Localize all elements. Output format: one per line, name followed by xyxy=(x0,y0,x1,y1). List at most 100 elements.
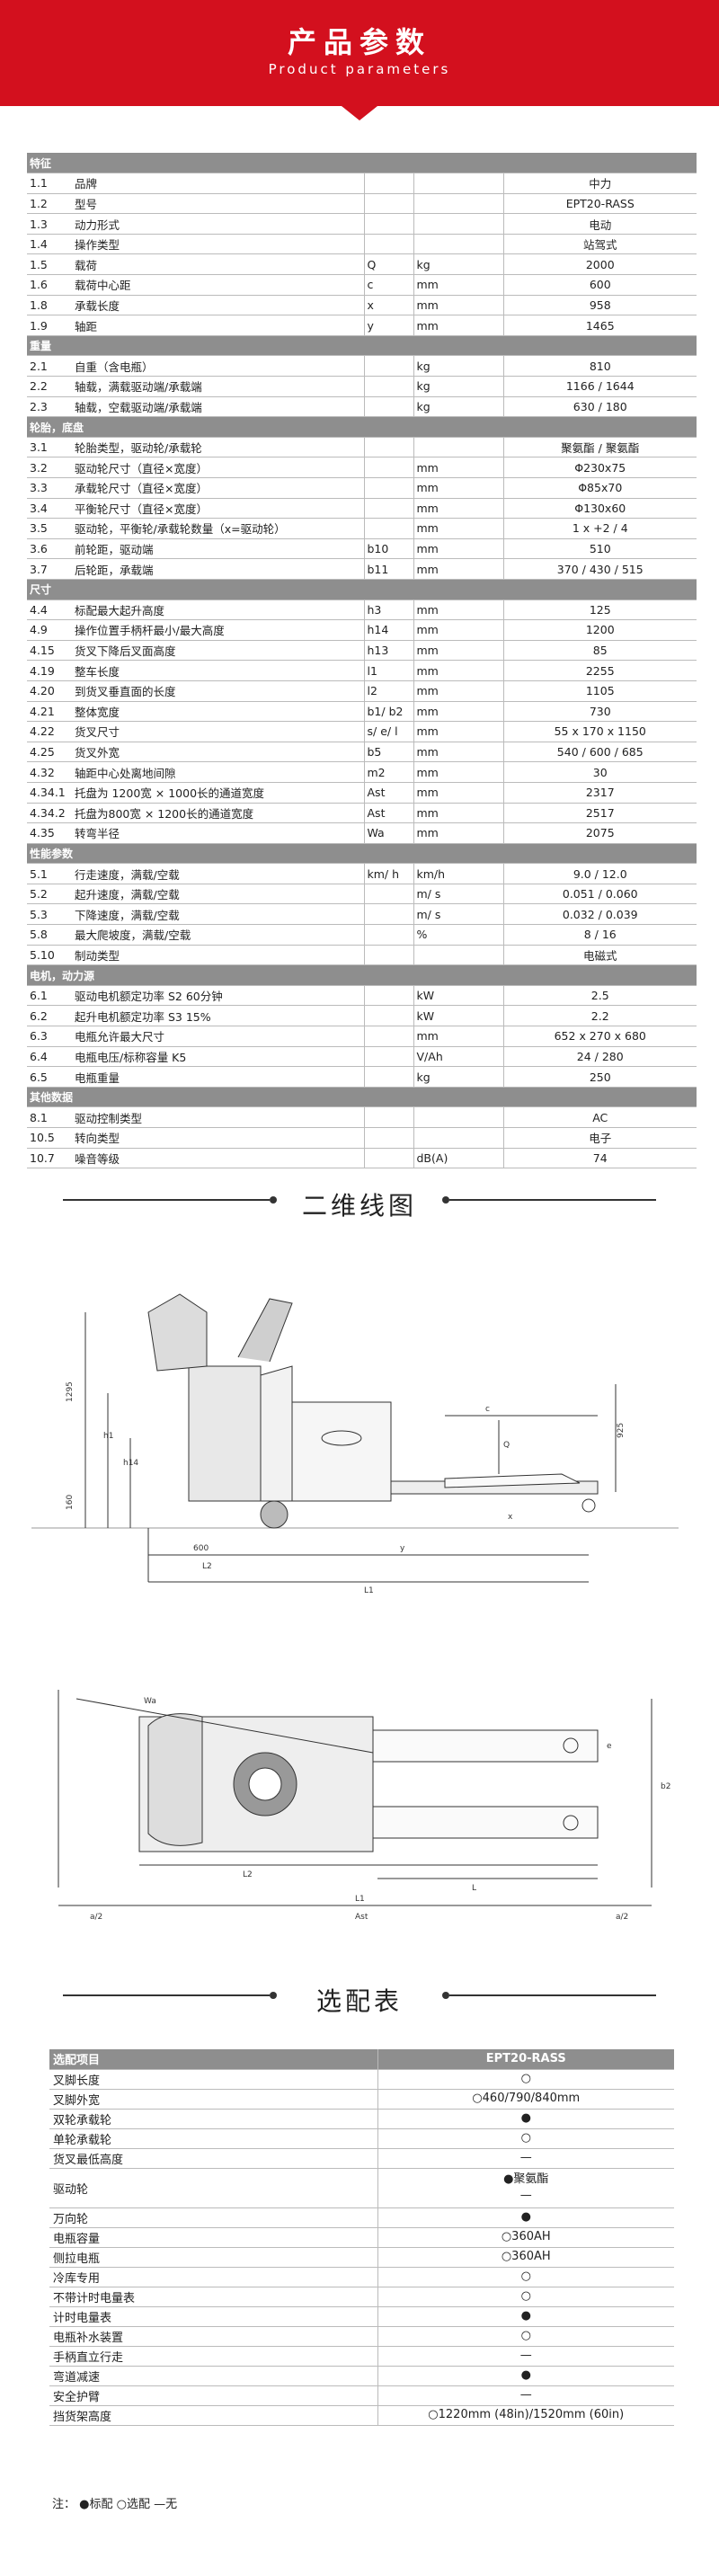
option-value-cell: ○460/790/840mm xyxy=(377,2089,674,2110)
option-name: 单轮承载轮 xyxy=(49,2128,378,2149)
spec-unit: kW xyxy=(413,1005,504,1027)
option-value: — xyxy=(519,2151,532,2164)
spec-unit: mm xyxy=(413,822,504,844)
section-label: 特征 xyxy=(27,153,697,174)
spec-unit: mm xyxy=(413,498,504,520)
spec-symbol: b5 xyxy=(364,742,414,763)
dim-h14: h14 xyxy=(123,1459,138,1468)
spec-name: 轴距 xyxy=(72,315,365,336)
spec-name: 前轮距，驱动端 xyxy=(72,538,365,560)
spec-name: 平衡轮尺寸（直径×宽度） xyxy=(72,498,365,520)
spec-value: 370 / 430 / 515 xyxy=(503,558,697,580)
spec-unit: mm xyxy=(413,742,504,763)
option-row: 单轮承载轮 ○ xyxy=(49,2128,674,2149)
dim-q: Q xyxy=(503,1441,510,1450)
spec-no: 4.21 xyxy=(27,701,72,723)
option-row: 驱动轮●聚氨酯— xyxy=(49,2168,674,2208)
spec-symbol: h3 xyxy=(364,600,414,621)
spec-name: 操作位置手柄杆最小/最大高度 xyxy=(72,619,365,641)
option-name: 侧拉电瓶 xyxy=(49,2247,378,2268)
option-name: 不带计时电量表 xyxy=(49,2287,378,2307)
option-value: ○ xyxy=(520,2131,531,2145)
spec-unit: kg xyxy=(413,355,504,378)
spec-value: Φ230x75 xyxy=(503,457,697,478)
spec-name: 噪音等级 xyxy=(72,1148,365,1169)
option-value: ○ xyxy=(520,2329,531,2342)
spec-symbol: b10 xyxy=(364,538,414,560)
spec-unit: % xyxy=(413,924,504,946)
option-value: — xyxy=(519,2189,532,2202)
option-name: 货叉最低高度 xyxy=(49,2148,378,2169)
spec-unit: mm xyxy=(413,295,504,316)
spec-value: 0.051 / 0.060 xyxy=(503,884,697,905)
spec-unit xyxy=(413,234,504,255)
spec-unit: kg xyxy=(413,1066,504,1088)
spec-name: 轮胎类型，驱动轮/承载轮 xyxy=(72,437,365,458)
spec-name: 转弯半径 xyxy=(72,822,365,844)
spec-symbol xyxy=(364,457,414,478)
spec-value: 958 xyxy=(503,295,697,316)
spec-unit xyxy=(413,945,504,966)
spec-no: 1.6 xyxy=(27,274,72,296)
dim-wa: Wa xyxy=(144,1697,156,1706)
spec-no: 3.4 xyxy=(27,498,72,520)
page-subtitle: Product parameters xyxy=(268,61,451,77)
spec-no: 6.2 xyxy=(27,1005,72,1027)
spec-no: 6.5 xyxy=(27,1066,72,1088)
spec-name: 起升电机额定功率 S3 15% xyxy=(72,1005,365,1027)
spec-no: 3.3 xyxy=(27,477,72,499)
spec-section: 尺寸 xyxy=(27,579,697,600)
spec-symbol xyxy=(364,945,414,966)
option-name: 弯道减速 xyxy=(49,2366,378,2386)
spec-value: 730 xyxy=(503,701,697,723)
option-value: ○460/790/840mm xyxy=(472,2092,581,2105)
option-row: 叉脚外宽○460/790/840mm xyxy=(49,2089,674,2110)
spec-symbol xyxy=(364,234,414,255)
spec-symbol: b1/ b2 xyxy=(364,701,414,723)
spec-name: 货叉下降后叉面高度 xyxy=(72,640,365,662)
section-label: 其他数据 xyxy=(27,1087,697,1108)
spec-name: 载荷 xyxy=(72,253,365,276)
spec-unit xyxy=(413,213,504,235)
spec-no: 4.34.1 xyxy=(27,782,72,804)
spec-name: 载荷中心距 xyxy=(72,274,365,296)
spec-unit: mm xyxy=(413,477,504,499)
option-value: ○1220mm (48in)/1520mm (60in) xyxy=(428,2408,625,2421)
dim-600: 600 xyxy=(193,1544,209,1553)
spec-symbol: h14 xyxy=(364,619,414,641)
dim-x: x xyxy=(508,1513,513,1522)
spec-no: 8.1 xyxy=(27,1106,72,1128)
spec-no: 2.2 xyxy=(27,376,72,397)
spec-name: 起升速度，满载/空载 xyxy=(72,884,365,905)
legend-note: 注： ●标配 ○选配 —无 xyxy=(52,2498,178,2511)
spec-name: 轴载，空载驱动端/承载端 xyxy=(72,396,365,418)
option-value-cell: ○360AH xyxy=(377,2227,674,2248)
spec-value: 2517 xyxy=(503,803,697,824)
spec-no: 4.35 xyxy=(27,822,72,844)
dim-y: y xyxy=(400,1544,405,1553)
spec-unit: mm xyxy=(413,1026,504,1047)
spec-symbol: l2 xyxy=(364,680,414,702)
spec-symbol xyxy=(364,1066,414,1088)
spec-symbol: s/ e/ l xyxy=(364,721,414,742)
spec-unit: kg xyxy=(413,253,504,276)
